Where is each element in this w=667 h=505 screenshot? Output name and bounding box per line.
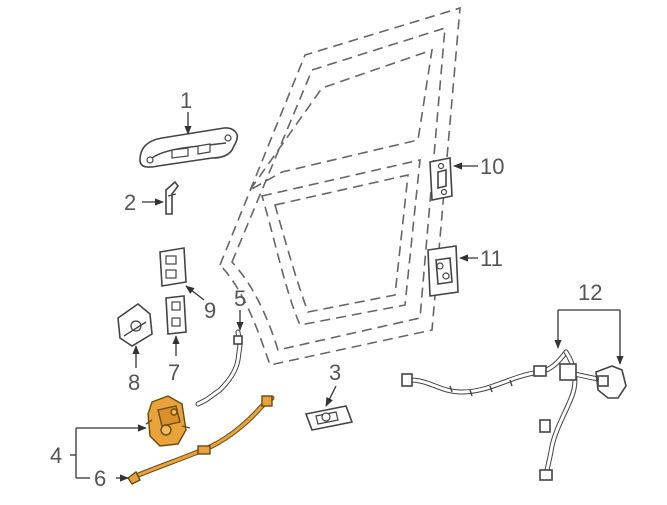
- callout-1: 1: [180, 88, 192, 113]
- callout-9: 9: [204, 298, 216, 323]
- part-4-door-lock-actuator: [145, 395, 191, 447]
- callout-5: 5: [234, 286, 246, 311]
- leader-lines: [70, 112, 624, 482]
- callout-4: 4: [50, 443, 62, 468]
- part-12-wiring-harness: [401, 349, 627, 481]
- callout-6: 6: [94, 466, 106, 491]
- callout-labels: 1 2 3 4 5 6 7 8 9 10 11 12: [50, 88, 602, 491]
- callout-10: 10: [480, 154, 504, 179]
- callout-7: 7: [168, 360, 180, 385]
- part-11-lower-hinge: [427, 245, 459, 297]
- part-1-outside-handle: [139, 127, 239, 168]
- part-2-rod-clip: [165, 180, 179, 215]
- part-3-inside-handle: [304, 405, 354, 431]
- rear-door-outline: [219, 6, 461, 366]
- part-10-upper-hinge: [429, 157, 453, 201]
- callout-11: 11: [480, 246, 503, 271]
- callout-3: 3: [329, 360, 341, 385]
- callout-2: 2: [124, 190, 136, 215]
- part-7-door-check: [165, 295, 187, 335]
- part-8-striker: [117, 302, 153, 347]
- callout-12: 12: [578, 280, 602, 305]
- part-5-lock-rod: [195, 329, 243, 407]
- callout-8: 8: [128, 370, 140, 395]
- part-9-hinge-plate: [159, 247, 187, 287]
- part-6-lock-cable: [127, 395, 275, 485]
